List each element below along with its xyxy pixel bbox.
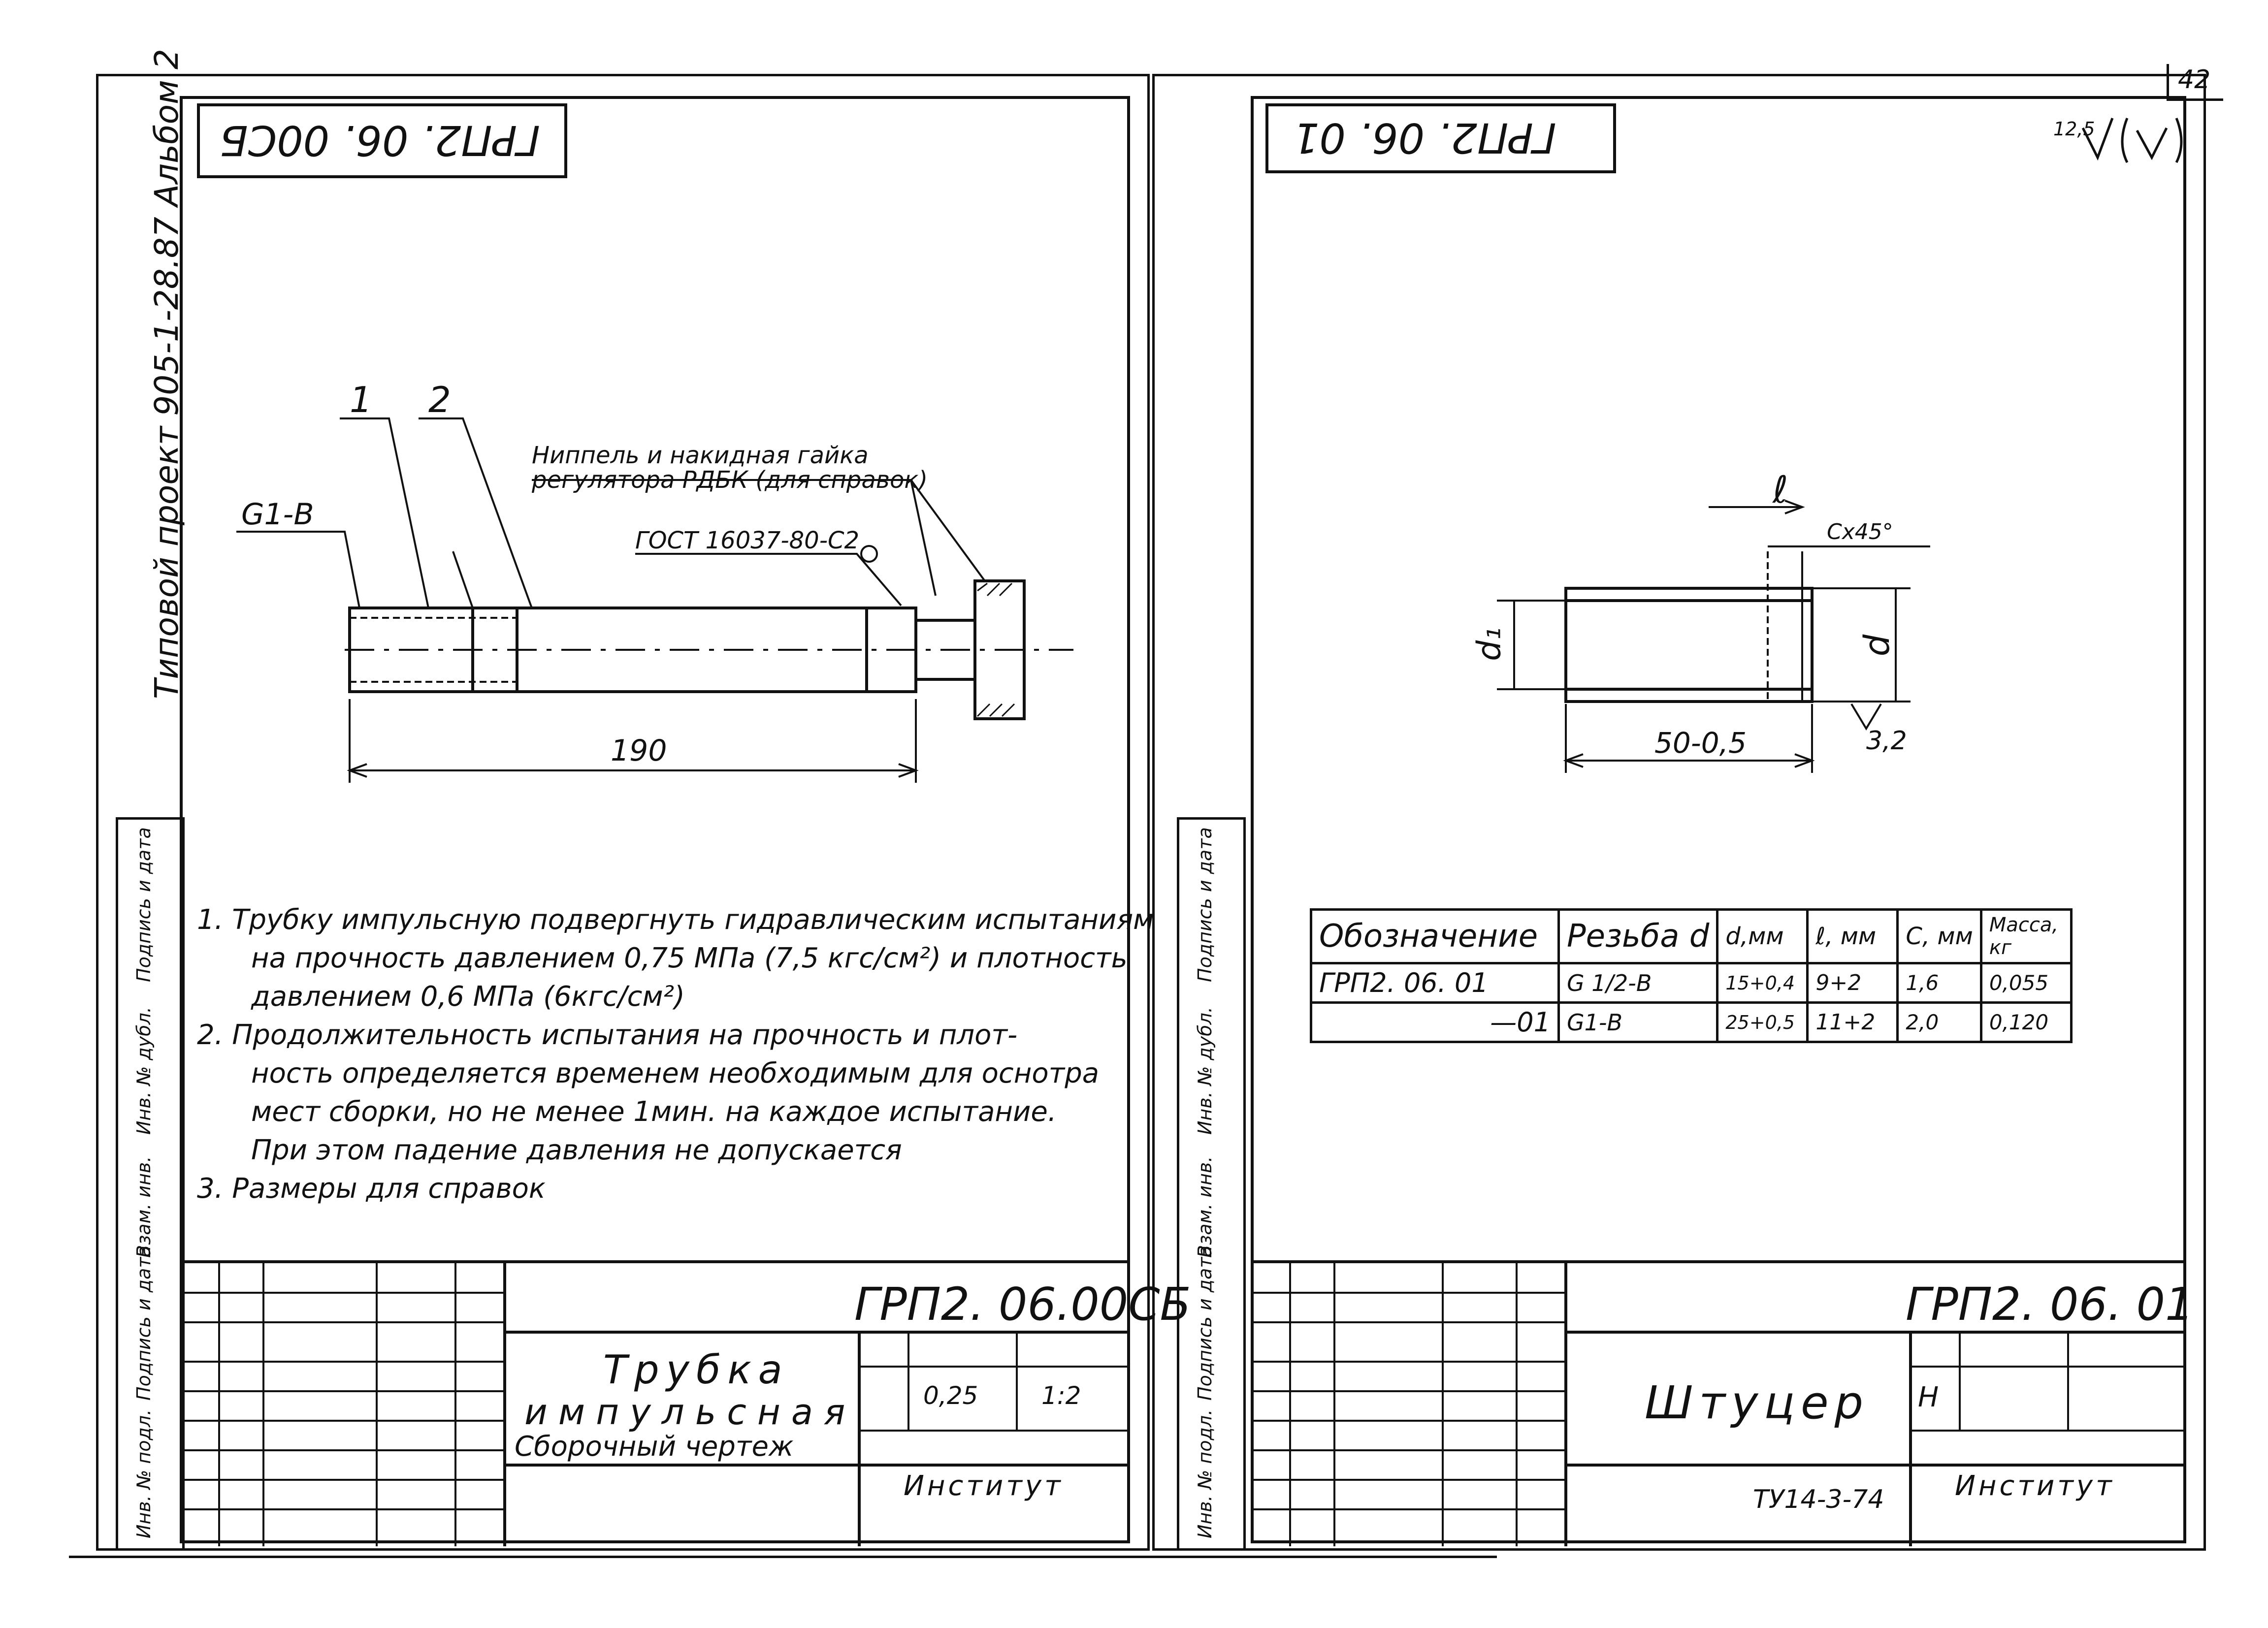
note-line: ность определяется временем необходимым … (251, 1057, 1100, 1089)
thread-left (348, 607, 518, 693)
right-code-box: ГРП2. 06. 01 (1265, 103, 1616, 173)
table-cell: 2,0 (1896, 1001, 1982, 1043)
table-header-cell: Масса, кг (1979, 908, 2073, 964)
right-sheet (1251, 96, 2186, 1543)
table-cell: G 1/2-B (1557, 962, 1719, 1004)
note-line: При этом падение давления не допускается (251, 1134, 902, 1166)
left-title-block: ГРП2. 06.00СБ Трубка импульсная Сборочны… (180, 1260, 1191, 1546)
note-line: 3. Размеры для справок (197, 1173, 546, 1205)
table-row: —01 G1-B 25+0,5 11+2 2,0 0,120 (1310, 1001, 2073, 1043)
table-cell: 15+0,4 (1716, 962, 1809, 1004)
table-cell: 1,6 (1896, 962, 1982, 1004)
dim-d-label: d (1857, 634, 1898, 657)
fitting-body (1564, 587, 1814, 703)
leader-nipple: Ниппель и накидная гайка регулятора РДБК… (532, 442, 928, 494)
note-line: на прочность давлением 0,75 МПа (7,5 кгс… (251, 942, 1128, 974)
note-line: мест сборки, но не менее 1мин. на каждое… (251, 1096, 1057, 1128)
right-title-code: ГРП2. 06. 01 (1906, 1278, 2194, 1331)
left-org: Институт (904, 1470, 1064, 1502)
table-cell: G1-B (1557, 1001, 1719, 1043)
table-header-row: Обозначение Резьба d d,мм ℓ, мм С, мм Ма… (1310, 908, 2073, 964)
right-part-name: Штуцер (1645, 1376, 1870, 1429)
left-scale: 1:2 (1041, 1381, 1081, 1410)
table-row: ГРП2. 06. 01 G 1/2-B 15+0,4 9+2 1,6 0,05… (1310, 962, 2073, 1004)
right-material: ТУ14-3-74 (1753, 1485, 1884, 1514)
table-header-cell: ℓ, мм (1806, 908, 1899, 964)
table-cell: 9+2 (1806, 962, 1899, 1004)
table-cell: 11+2 (1806, 1001, 1899, 1043)
right-letter: Н (1918, 1381, 1939, 1413)
note-line: 1. Трубку импульсную подвергнуть гидравл… (197, 904, 1154, 936)
right-margin-strip: Подпись и дата Инв. № дубл. Взам. инв. П… (1177, 817, 1246, 1551)
note-line: давлением 0,6 МПа (6кгс/см²) (251, 981, 685, 1013)
right-org: Институт (1955, 1470, 2115, 1502)
leader-thread: G1-B (241, 497, 314, 532)
table-header-cell: d,мм (1716, 908, 1809, 964)
bottom-edge-line (69, 1556, 1497, 1558)
right-outer-frame (1152, 74, 2206, 1551)
dim-l-label: ℓ (1773, 468, 1788, 511)
right-title-block: ГРП2. 06. 01 Штуцер Н ТУ14-3-74 Институт (1251, 1260, 2194, 1546)
table-header-cell: Резьба d (1557, 908, 1719, 964)
table-cell: 0,055 (1979, 962, 2073, 1004)
table-cell: ГРП2. 06. 01 (1310, 962, 1560, 1004)
dim-d1-label: d₁ (1470, 627, 1508, 661)
spec-table: Обозначение Резьба d d,мм ℓ, мм С, мм Ма… (1310, 908, 2073, 1043)
dim-chamfer-label: Сх45° (1827, 519, 1893, 544)
leader-pos-1: 1 (350, 379, 372, 420)
left-doc-type: Сборочный чертеж (515, 1431, 794, 1463)
table-header-cell: Обозначение (1310, 908, 1560, 964)
left-part-name-1: Трубка (603, 1347, 789, 1393)
left-title-code: ГРП2. 06.00СБ (854, 1278, 1191, 1331)
left-mass: 0,25 (923, 1381, 978, 1410)
leader-gost: ГОСТ 16037-80-С2 (635, 527, 860, 554)
left-part-name-2: импульсная (524, 1391, 856, 1433)
note-line: 2. Продолжительность испытания на прочно… (197, 1019, 1018, 1051)
left-sheet (180, 96, 1130, 1543)
table-cell: 25+0,5 (1716, 1001, 1809, 1043)
left-outer-frame (96, 74, 1150, 1551)
table-cell: —01 (1310, 1001, 1560, 1043)
roughness-value: 3,2 (1866, 726, 1907, 756)
dim-length-190: 190 (611, 734, 667, 768)
left-code-box: ГРП2. 06. 00СБ (197, 103, 567, 178)
roughness-general: 12,5 (2053, 118, 2095, 140)
table-header-cell: С, мм (1896, 908, 1982, 964)
leader-pos-2: 2 (428, 379, 451, 420)
left-margin-strip: Подпись и дата Инв. № дубл. Взам. инв. П… (116, 817, 185, 1551)
tech-notes: 1. Трубку импульсную подвергнуть гидравл… (197, 901, 1154, 1208)
table-cell: 0,120 (1979, 1001, 2073, 1043)
dim-length-label: 50-0,5 (1654, 726, 1747, 760)
